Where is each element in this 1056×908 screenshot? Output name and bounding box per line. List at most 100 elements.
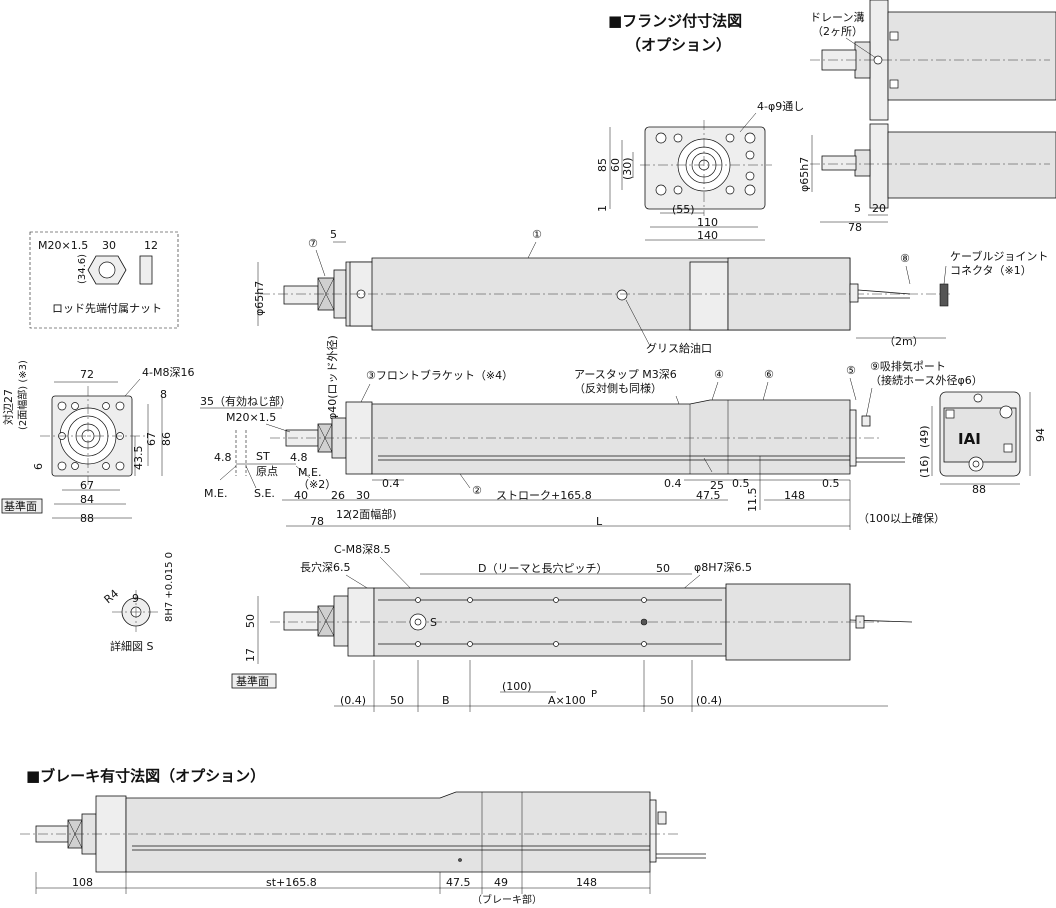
side-dim-78: 78 <box>310 515 324 528</box>
side-dim-25: 25 <box>710 479 724 492</box>
flange-title: ■フランジ付寸法図 <box>608 12 742 30</box>
nut-dim-30: 30 <box>102 239 116 252</box>
brake-dim-108: 108 <box>72 876 93 889</box>
callout-2: ② <box>472 484 482 497</box>
side-dim-48a: 4.8 <box>214 451 232 464</box>
bottom-phi8: φ8H7深6.5 <box>694 561 752 574</box>
bottom-view: C-M8深8.5 長穴深6.5 D（リーマと長穴ピッチ） 50 φ8H7深6.5 <box>231 543 913 712</box>
brake-st: st+165.8 <box>266 876 317 889</box>
callout-6: ⑥ <box>764 368 774 381</box>
detail-dim-9: 9 <box>132 592 139 605</box>
side-dim-05b: 0.5 <box>822 477 840 490</box>
flange-side-dim-20: 20 <box>872 202 886 215</box>
flange-dim-85: 85 <box>596 158 609 172</box>
detail-r4: R4 <box>102 587 122 606</box>
front-datum: 基準面 <box>4 499 37 513</box>
bottom-s: S <box>430 616 437 629</box>
front-dim-86: 86 <box>160 432 173 446</box>
cable-length: （2m） <box>884 335 924 348</box>
side-st: ST <box>256 450 270 463</box>
flange-dim-1: 1 <box>596 205 609 212</box>
bottom-dim-17: 17 <box>244 648 257 662</box>
width-across-sub: (2面幅部) (※3) <box>16 360 29 430</box>
side-me-right: M.E. <box>298 466 321 479</box>
callout-4: ④ <box>714 368 724 381</box>
front-holes: 4-M8深16 <box>142 366 194 379</box>
flange-plate-front <box>640 120 772 216</box>
end-dim-16: (16) <box>918 455 931 478</box>
side-width-note: (2面幅部) <box>348 507 397 521</box>
front-bracket-label: ③フロントブラケット（※4） <box>366 368 513 382</box>
side-dim-115: 11.5 <box>746 488 759 513</box>
end-dim-94: 94 <box>1034 428 1047 442</box>
front-dim-435: 43.5 <box>132 446 145 471</box>
flange-dim-140: 140 <box>697 229 718 242</box>
exhaust-port-sub: （接続ホース外径φ6） <box>870 373 983 387</box>
nut-detail: M20×1.5 30 12 (34.6) ロッド先端付属ナット <box>29 231 179 329</box>
bottom-slot: 長穴深6.5 <box>300 560 351 574</box>
end-view: IAI (49) (16) 94 88 <box>918 391 1047 496</box>
drain-groove-label: ドレーン溝 <box>810 11 864 24</box>
front-view: 対辺27 (2面幅部) (※3) 72 4-M8深16 8 67 86 43.5… <box>1 360 194 525</box>
grease-port-label: グリス給油口 <box>646 341 712 355</box>
flange-subtitle: （オプション） <box>626 36 731 54</box>
side-dim-475: 47.5 <box>696 489 721 502</box>
side-dim-40: 40 <box>294 489 308 502</box>
earth-tap-label: アースタップ M3深6 <box>574 368 677 381</box>
side-dim-04a: 0.4 <box>382 477 400 490</box>
front-dim-8: 8 <box>160 388 167 401</box>
flange-side-view <box>810 123 1056 209</box>
top-dim-5: 5 <box>330 228 337 241</box>
bottom-datum: 基準面 <box>236 674 269 688</box>
flange-holes-label: 4-φ9通し <box>757 100 804 113</box>
side-dim-148: 148 <box>784 489 805 502</box>
flange-top-view <box>810 0 1056 121</box>
bottom-dim-50v: 50 <box>244 614 257 628</box>
detail-s: R4 9 8H7 +0.015 0 詳細図 S <box>102 552 175 653</box>
width-across-label: 対辺27 <box>1 389 15 425</box>
front-dim-67h: 67 <box>80 479 94 492</box>
side-dim-48b: 4.8 <box>290 451 308 464</box>
flange-phi65: φ65h7 <box>798 157 811 192</box>
nut-dim-346: (34.6) <box>77 254 88 284</box>
main-top-view: ⑦ 5 ① φ65h7 ⑧ ケーブルジョイント コネクタ（※1） グリス給油口 … <box>253 228 1048 355</box>
rod-phi40: φ40(ロッド外径) <box>326 335 339 420</box>
side-origin: 原点 <box>256 465 278 478</box>
callout-1: ① <box>532 228 542 241</box>
end-dim-88: 88 <box>972 483 986 496</box>
flange-side-dim-5: 5 <box>854 202 861 215</box>
side-clearance: （100以上確保） <box>858 511 945 525</box>
exhaust-port-label: ⑨吸排気ポート <box>870 359 946 373</box>
bottom-B: B <box>442 694 450 707</box>
side-dim-12: 12 <box>336 508 350 521</box>
bottom-P: P <box>591 689 597 700</box>
side-dim-26: 26 <box>331 489 345 502</box>
flange-dim-110: 110 <box>697 216 718 229</box>
callout-8: ⑧ <box>900 252 910 265</box>
callout-5: ⑤ <box>846 364 856 377</box>
front-dim-84: 84 <box>80 493 94 506</box>
detail-caption: 詳細図 S <box>110 639 153 653</box>
bottom-dim-50a: 50 <box>390 694 404 707</box>
side-se: S.E. <box>254 487 275 500</box>
flange-dim-55: (55) <box>672 203 695 216</box>
iai-logo: IAI <box>958 430 981 448</box>
front-dim-67v: 67 <box>145 432 158 446</box>
nut-dim-12: 12 <box>144 239 158 252</box>
callout-7: ⑦ <box>308 237 318 250</box>
bottom-dim-04a: (0.4) <box>340 694 366 707</box>
bottom-dim-50top: 50 <box>656 562 670 575</box>
front-dim-6: 6 <box>32 463 45 470</box>
brake-dim-49: 49 <box>494 876 508 889</box>
brake-dim-475: 47.5 <box>446 876 471 889</box>
side-me-note: （※2） <box>298 478 336 491</box>
flange-dim-60: 60 <box>609 158 622 172</box>
brake-title: ■ブレーキ有寸法図（オプション） <box>26 767 265 785</box>
detail-tolerance: 8H7 +0.015 0 <box>164 552 175 622</box>
side-stroke: ストローク+165.8 <box>496 489 592 502</box>
brake-section: ■ブレーキ有寸法図（オプション） 108 st+165.8 47.5 49 14… <box>20 767 706 906</box>
brake-part-label: （ブレーキ部） <box>472 893 542 906</box>
side-dim-30: 30 <box>356 489 370 502</box>
end-dim-49: (49) <box>918 425 931 448</box>
